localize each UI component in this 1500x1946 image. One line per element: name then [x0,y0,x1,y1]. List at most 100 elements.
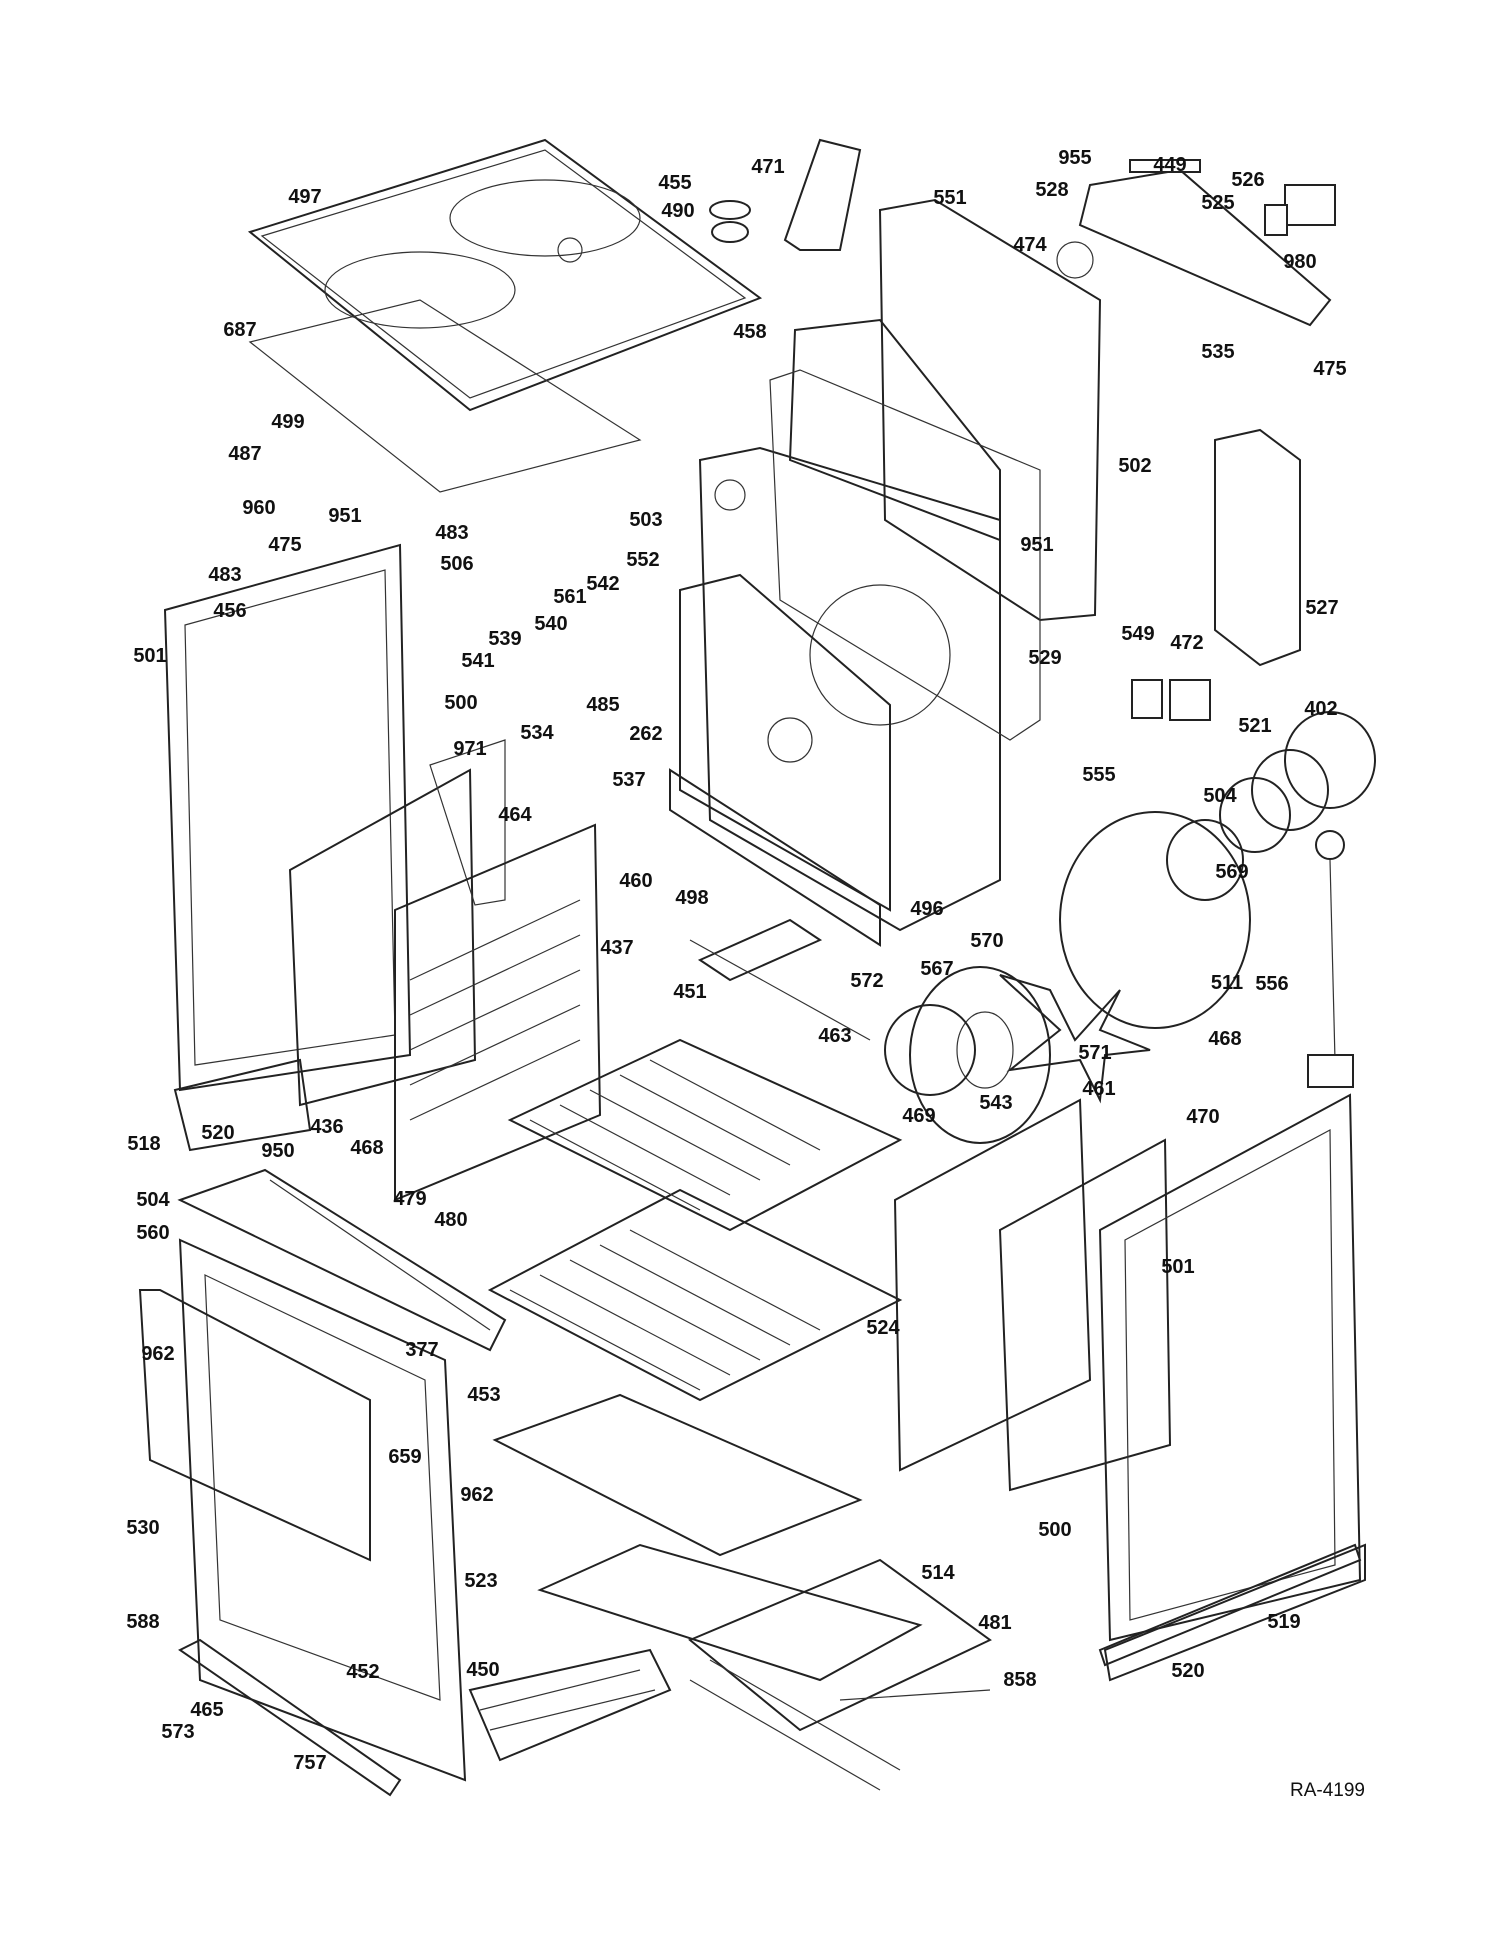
callout-541: 541 [461,650,495,672]
callout-555: 555 [1082,764,1116,786]
callout-498: 498 [675,887,709,909]
callout-525: 525 [1201,192,1235,214]
left-side-panel [163,543,412,1152]
callout-570: 570 [970,930,1004,952]
callout-455: 455 [658,172,692,194]
callout-497: 497 [288,186,322,208]
relay-and-clip [1131,679,1211,721]
lower-trim [178,1638,402,1797]
callout-529: 529 [1028,647,1062,669]
callout-757: 757 [293,1752,327,1774]
callout-687: 687 [223,319,257,341]
callout-483b: 483 [208,564,242,586]
callout-535: 535 [1201,341,1235,363]
callout-539: 539 [488,628,522,650]
callout-501a: 501 [133,645,167,667]
drawing-reference-number: RA-4199 [1290,1780,1365,1801]
callout-496: 496 [910,898,944,920]
callout-571: 571 [1078,1042,1112,1064]
callout-470: 470 [1186,1106,1220,1128]
callout-520a: 520 [201,1122,235,1144]
convection-element [884,1004,976,1096]
knob-bezel [709,200,751,243]
callout-475a: 475 [1313,358,1347,380]
callout-519: 519 [1267,1611,1301,1633]
callout-504b: 504 [136,1189,170,1211]
callout-552: 552 [626,549,660,571]
callout-502: 502 [1118,455,1152,477]
fan-motor-parts [1166,711,1376,901]
fan-mount-plate [1059,811,1251,1029]
callout-514: 514 [921,1562,955,1584]
callout-567: 567 [920,958,954,980]
callout-588: 588 [126,1611,160,1633]
callout-474: 474 [1013,234,1047,256]
drawer-rails [689,1659,991,1791]
callout-490: 490 [661,200,695,222]
callout-960: 960 [242,497,276,519]
callout-551: 551 [933,187,967,209]
lower-panel [669,768,881,947]
sensor-probe [1307,830,1354,1088]
callout-451: 451 [673,981,707,1003]
front-frame [177,1168,507,1352]
callout-458: 458 [733,321,767,343]
callout-468a: 468 [1208,1028,1242,1050]
callout-951a: 951 [328,505,362,527]
callout-472: 472 [1170,632,1204,654]
callout-377: 377 [405,1339,439,1361]
callout-511: 511 [1210,972,1244,994]
insulation-sheet [248,299,642,493]
callout-487: 487 [228,443,262,465]
callout-480: 480 [434,1209,468,1231]
callout-543: 543 [979,1092,1013,1114]
callout-504a: 504 [1203,785,1237,807]
callout-556: 556 [1255,973,1289,995]
callout-460: 460 [619,870,653,892]
bottom-panels [492,1393,992,1732]
callout-560: 560 [136,1222,170,1244]
vent-duct [783,138,862,251]
callout-437: 437 [600,937,634,959]
side-trim [1214,428,1301,667]
callout-471: 471 [751,156,785,178]
broil-element [468,1648,672,1762]
callout-971: 971 [453,738,487,760]
callout-503: 503 [629,509,663,531]
callout-452: 452 [346,1661,380,1683]
callout-499: 499 [271,411,305,433]
convection-cover [679,573,891,912]
callout-530: 530 [126,1517,160,1539]
callout-528: 528 [1035,179,1069,201]
cooktop-panel [247,138,763,412]
left-rack-support [394,823,602,1202]
callout-951b: 951 [1020,534,1054,556]
callout-573: 573 [161,1721,195,1743]
bake-element [689,918,871,1041]
callout-500b: 500 [1038,1519,1072,1541]
callout-542: 542 [586,573,620,595]
toe-kick [1098,1543,1362,1667]
back-shield [769,369,1041,741]
callout-540: 540 [534,613,568,635]
callout-962a: 962 [141,1343,175,1365]
callout-569: 569 [1215,861,1249,883]
callout-980: 980 [1283,251,1317,273]
callout-485: 485 [586,694,620,716]
callout-962b: 962 [460,1484,494,1506]
callout-456: 456 [213,600,247,622]
callout-475b: 475 [268,534,302,556]
selector-switch [1264,184,1336,236]
callout-468b: 468 [350,1137,384,1159]
callout-526: 526 [1231,169,1265,191]
right-heat-shield [998,1138,1172,1492]
callout-262: 262 [629,723,663,745]
callout-402: 402 [1304,698,1338,720]
left-heat-shield [288,739,506,1107]
back-panel [878,198,1102,622]
callout-523: 523 [464,1570,498,1592]
callout-449: 449 [1153,154,1187,176]
right-rack-support [893,1098,1092,1472]
